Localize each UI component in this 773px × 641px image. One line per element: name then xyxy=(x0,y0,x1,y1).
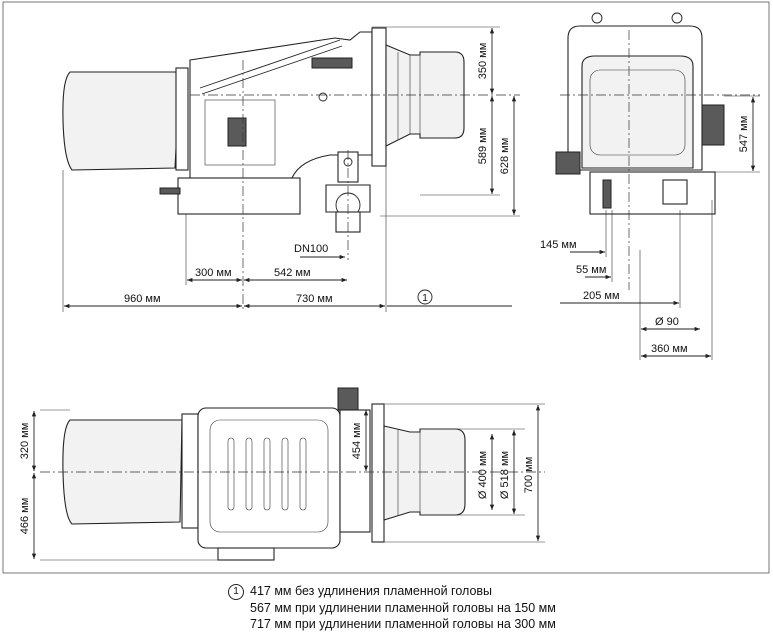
label-360: 360 мм xyxy=(651,343,688,355)
front-inner-frame xyxy=(581,55,694,169)
label-700: 700 мм xyxy=(523,457,535,494)
top-view: 320 мм 466 мм 454 мм Ø 400 мм Ø 518 мм 7… xyxy=(19,387,545,561)
top-cover-panel xyxy=(209,419,329,533)
label-55: 55 мм xyxy=(576,264,606,276)
top-base-foot xyxy=(217,547,275,561)
front-cover xyxy=(589,69,686,156)
side-view: 350 мм 589 мм 628 мм 960 мм 730 мм 300 м… xyxy=(62,26,520,312)
label-542: 542 мм xyxy=(274,267,311,279)
label-350: 350 мм xyxy=(477,43,489,80)
footnote: 1 417 мм без удлинения пламенной головы 5… xyxy=(228,583,748,633)
label-dn100: DN100 xyxy=(294,243,328,255)
front-view: 547 мм 145 мм 55 мм 205 мм Ø 90 360 мм xyxy=(540,12,760,360)
base-bracket xyxy=(159,187,181,195)
gas-inlet-marker xyxy=(602,179,612,209)
vent-slot-2 xyxy=(245,437,253,511)
top-valve-box xyxy=(337,387,359,411)
linkage-rod xyxy=(199,39,341,89)
lifting-eye-left xyxy=(591,12,603,24)
label-205: 205 мм xyxy=(583,290,620,302)
footnote-marker: 1 xyxy=(422,293,428,304)
footnote-marker-symbol: 1 xyxy=(228,583,244,600)
label-466: 466 мм xyxy=(19,498,31,535)
vent-slot-5 xyxy=(299,437,307,511)
label-300: 300 мм xyxy=(195,267,232,279)
front-motor-box xyxy=(555,151,581,175)
label-320: 320 мм xyxy=(19,423,31,460)
label-547: 547 мм xyxy=(738,116,750,153)
footnote-line-2: 567 мм при удлинении пламенной головы на… xyxy=(250,600,556,615)
top-mount-flange xyxy=(371,403,385,543)
footnote-line-3: 717 мм при удлинении пламенной головы на… xyxy=(250,617,556,632)
vent-slot-1 xyxy=(227,437,235,511)
footnote-line-1: 1 417 мм без удлинения пламенной головы xyxy=(228,583,748,600)
label-960: 960 мм xyxy=(124,293,161,305)
flame-tube xyxy=(385,44,465,147)
label-589: 589 мм xyxy=(477,128,489,165)
vent-slot-4 xyxy=(281,437,289,511)
control-module xyxy=(227,117,247,147)
pivot-point xyxy=(318,92,328,102)
top-housing xyxy=(197,407,341,549)
label-145: 145 мм xyxy=(540,239,577,251)
front-connector xyxy=(662,179,688,205)
top-flame-tube xyxy=(383,425,466,521)
label-d90: Ø 90 xyxy=(655,316,679,328)
top-fan-cover xyxy=(62,419,183,525)
cover-flange xyxy=(175,67,189,171)
label-730: 730 мм xyxy=(296,293,333,305)
base-assembly xyxy=(177,177,301,215)
label-454: 454 мм xyxy=(351,423,363,460)
vent-slot-3 xyxy=(263,437,271,511)
fan-cover xyxy=(62,71,181,171)
lifting-eye-right xyxy=(671,12,683,24)
footnote-marker-circle xyxy=(417,289,433,305)
top-cover-flange xyxy=(181,413,199,529)
footnote-text-1: 417 мм без удлинения пламенной головы xyxy=(250,584,493,598)
control-panel xyxy=(204,99,276,166)
mounting-flange xyxy=(371,27,387,167)
nameplate xyxy=(311,57,353,69)
label-d400: Ø 400 мм xyxy=(477,451,489,499)
side-actuator xyxy=(701,104,725,146)
drawing-frame xyxy=(2,1,770,574)
label-d518: Ø 518 мм xyxy=(499,451,511,499)
label-628: 628 мм xyxy=(499,138,511,175)
linkage-rod-2 xyxy=(201,45,343,95)
gas-flange xyxy=(325,184,371,213)
